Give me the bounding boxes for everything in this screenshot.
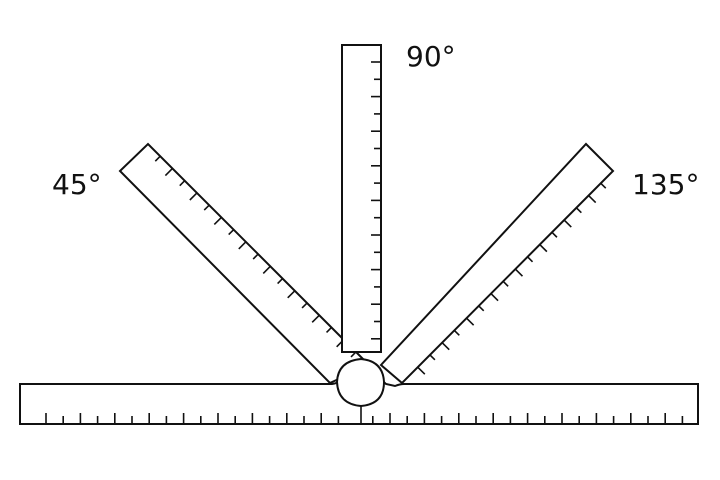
arm-45-tick xyxy=(164,167,174,177)
arm-45-tick xyxy=(301,302,308,309)
arm-45-tick xyxy=(228,229,235,236)
arm-45-tick xyxy=(213,216,222,226)
arm-135-tick xyxy=(490,293,499,302)
arm-45-tick xyxy=(325,326,333,334)
arm-45-tick xyxy=(238,241,247,250)
arm-135-tick xyxy=(575,207,582,214)
pivot-hinge xyxy=(335,357,386,424)
label-90: 90° xyxy=(406,40,456,73)
arm-45-tick xyxy=(179,180,186,187)
arm-45-outline xyxy=(118,142,371,385)
arm-90-outline xyxy=(341,44,382,353)
arm-135-tick xyxy=(429,354,436,361)
arm-135-outline xyxy=(379,142,615,385)
arm-45-tick xyxy=(262,265,271,274)
arm-90 xyxy=(341,44,382,353)
arm-45-tick xyxy=(277,277,284,285)
arm-45 xyxy=(118,142,371,385)
arm-135-tick xyxy=(514,268,524,277)
pivot-hinge-shape xyxy=(335,357,386,408)
arm-135-tick xyxy=(588,194,597,204)
arm-135-tick xyxy=(453,329,460,336)
arm-135-tick xyxy=(502,280,509,287)
base-ruler-ticks xyxy=(45,413,684,424)
arm-45-tick xyxy=(154,155,161,162)
arm-90-ticks xyxy=(371,61,381,340)
arm-135-tick xyxy=(551,231,558,238)
arm-45-ticks xyxy=(154,155,357,358)
arm-135 xyxy=(379,142,615,385)
arm-135-tick xyxy=(441,342,450,351)
arm-45-tick xyxy=(287,290,296,299)
arm-45-tick xyxy=(203,204,210,211)
arm-45-tick xyxy=(252,253,259,260)
arm-135-tick xyxy=(539,244,548,253)
arm-135-tick xyxy=(478,305,485,312)
arm-135-tick xyxy=(600,182,607,189)
arm-45-tick xyxy=(311,314,320,323)
arm-135-tick xyxy=(527,256,534,263)
arm-135-tick xyxy=(417,366,426,375)
arm-135-tick xyxy=(465,317,475,326)
arm-135-ticks xyxy=(417,182,607,375)
arm-45-tick xyxy=(189,192,198,201)
arm-135-tick xyxy=(563,219,572,228)
label-45: 45° xyxy=(52,168,102,201)
label-135: 135° xyxy=(632,168,699,201)
